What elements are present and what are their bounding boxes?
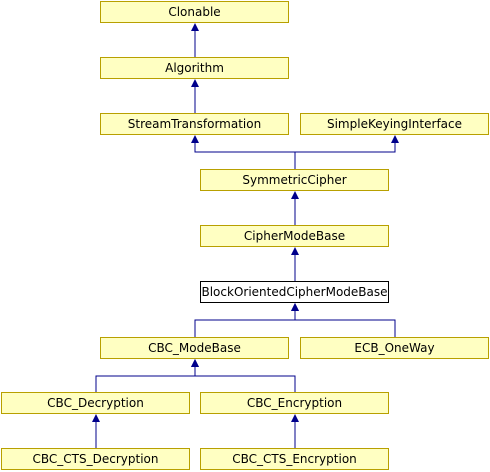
node-ecb-oneway[interactable]: ECB_OneWay: [300, 337, 489, 359]
arrowhead-cbc_cts_encryption-to-cbc_encryption: [291, 414, 299, 422]
edge-ecb_oneway-to-block_oriented_cipher_mode_base: [294, 309, 396, 337]
arrowhead-ecb_oneway-to-block_oriented_cipher_mode_base: [291, 303, 299, 311]
node-cbc-mode-base[interactable]: CBC_ModeBase: [100, 337, 289, 359]
edge-cbc_encryption-to-cbc_mode_base: [194, 365, 296, 392]
node-simple-keying-interface[interactable]: SimpleKeyingInterface: [300, 113, 489, 135]
arrowhead-symmetric_cipher-to-stream_transformation: [191, 135, 199, 143]
node-stream-transformation[interactable]: StreamTransformation: [100, 113, 289, 135]
node-cbc-decryption[interactable]: CBC_Decryption: [1, 392, 190, 414]
node-algorithm[interactable]: Algorithm: [100, 57, 289, 79]
arrowhead-cipher_mode_base-to-symmetric_cipher: [291, 191, 299, 199]
edge-symmetric_cipher-to-stream_transformation: [194, 141, 296, 169]
node-symmetric-cipher[interactable]: SymmetricCipher: [200, 169, 389, 191]
node-cbc-cts-encryption[interactable]: CBC_CTS_Encryption: [200, 448, 389, 470]
node-cbc-cts-decryption[interactable]: CBC_CTS_Decryption: [1, 448, 190, 470]
arrowhead-cbc_encryption-to-cbc_mode_base: [191, 359, 199, 367]
edge-cbc_decryption-to-cbc_mode_base: [95, 365, 196, 392]
edge-symmetric_cipher-to-simple_keying_interface: [294, 141, 396, 169]
arrowhead-symmetric_cipher-to-simple_keying_interface: [391, 135, 399, 143]
node-clonable[interactable]: Clonable: [100, 1, 289, 23]
arrowhead-algorithm-to-clonable: [191, 23, 199, 31]
arrowhead-stream_transformation-to-algorithm: [191, 79, 199, 87]
node-block-oriented-cipher-mode-base[interactable]: BlockOrientedCipherModeBase: [200, 281, 389, 303]
arrowhead-cbc_cts_decryption-to-cbc_decryption: [92, 414, 100, 422]
arrowhead-block_oriented_cipher_mode_base-to-cipher_mode_base: [291, 247, 299, 255]
node-cipher-mode-base[interactable]: CipherModeBase: [200, 225, 389, 247]
edge-cbc_mode_base-to-block_oriented_cipher_mode_base: [194, 309, 296, 337]
node-cbc-encryption[interactable]: CBC_Encryption: [200, 392, 389, 414]
